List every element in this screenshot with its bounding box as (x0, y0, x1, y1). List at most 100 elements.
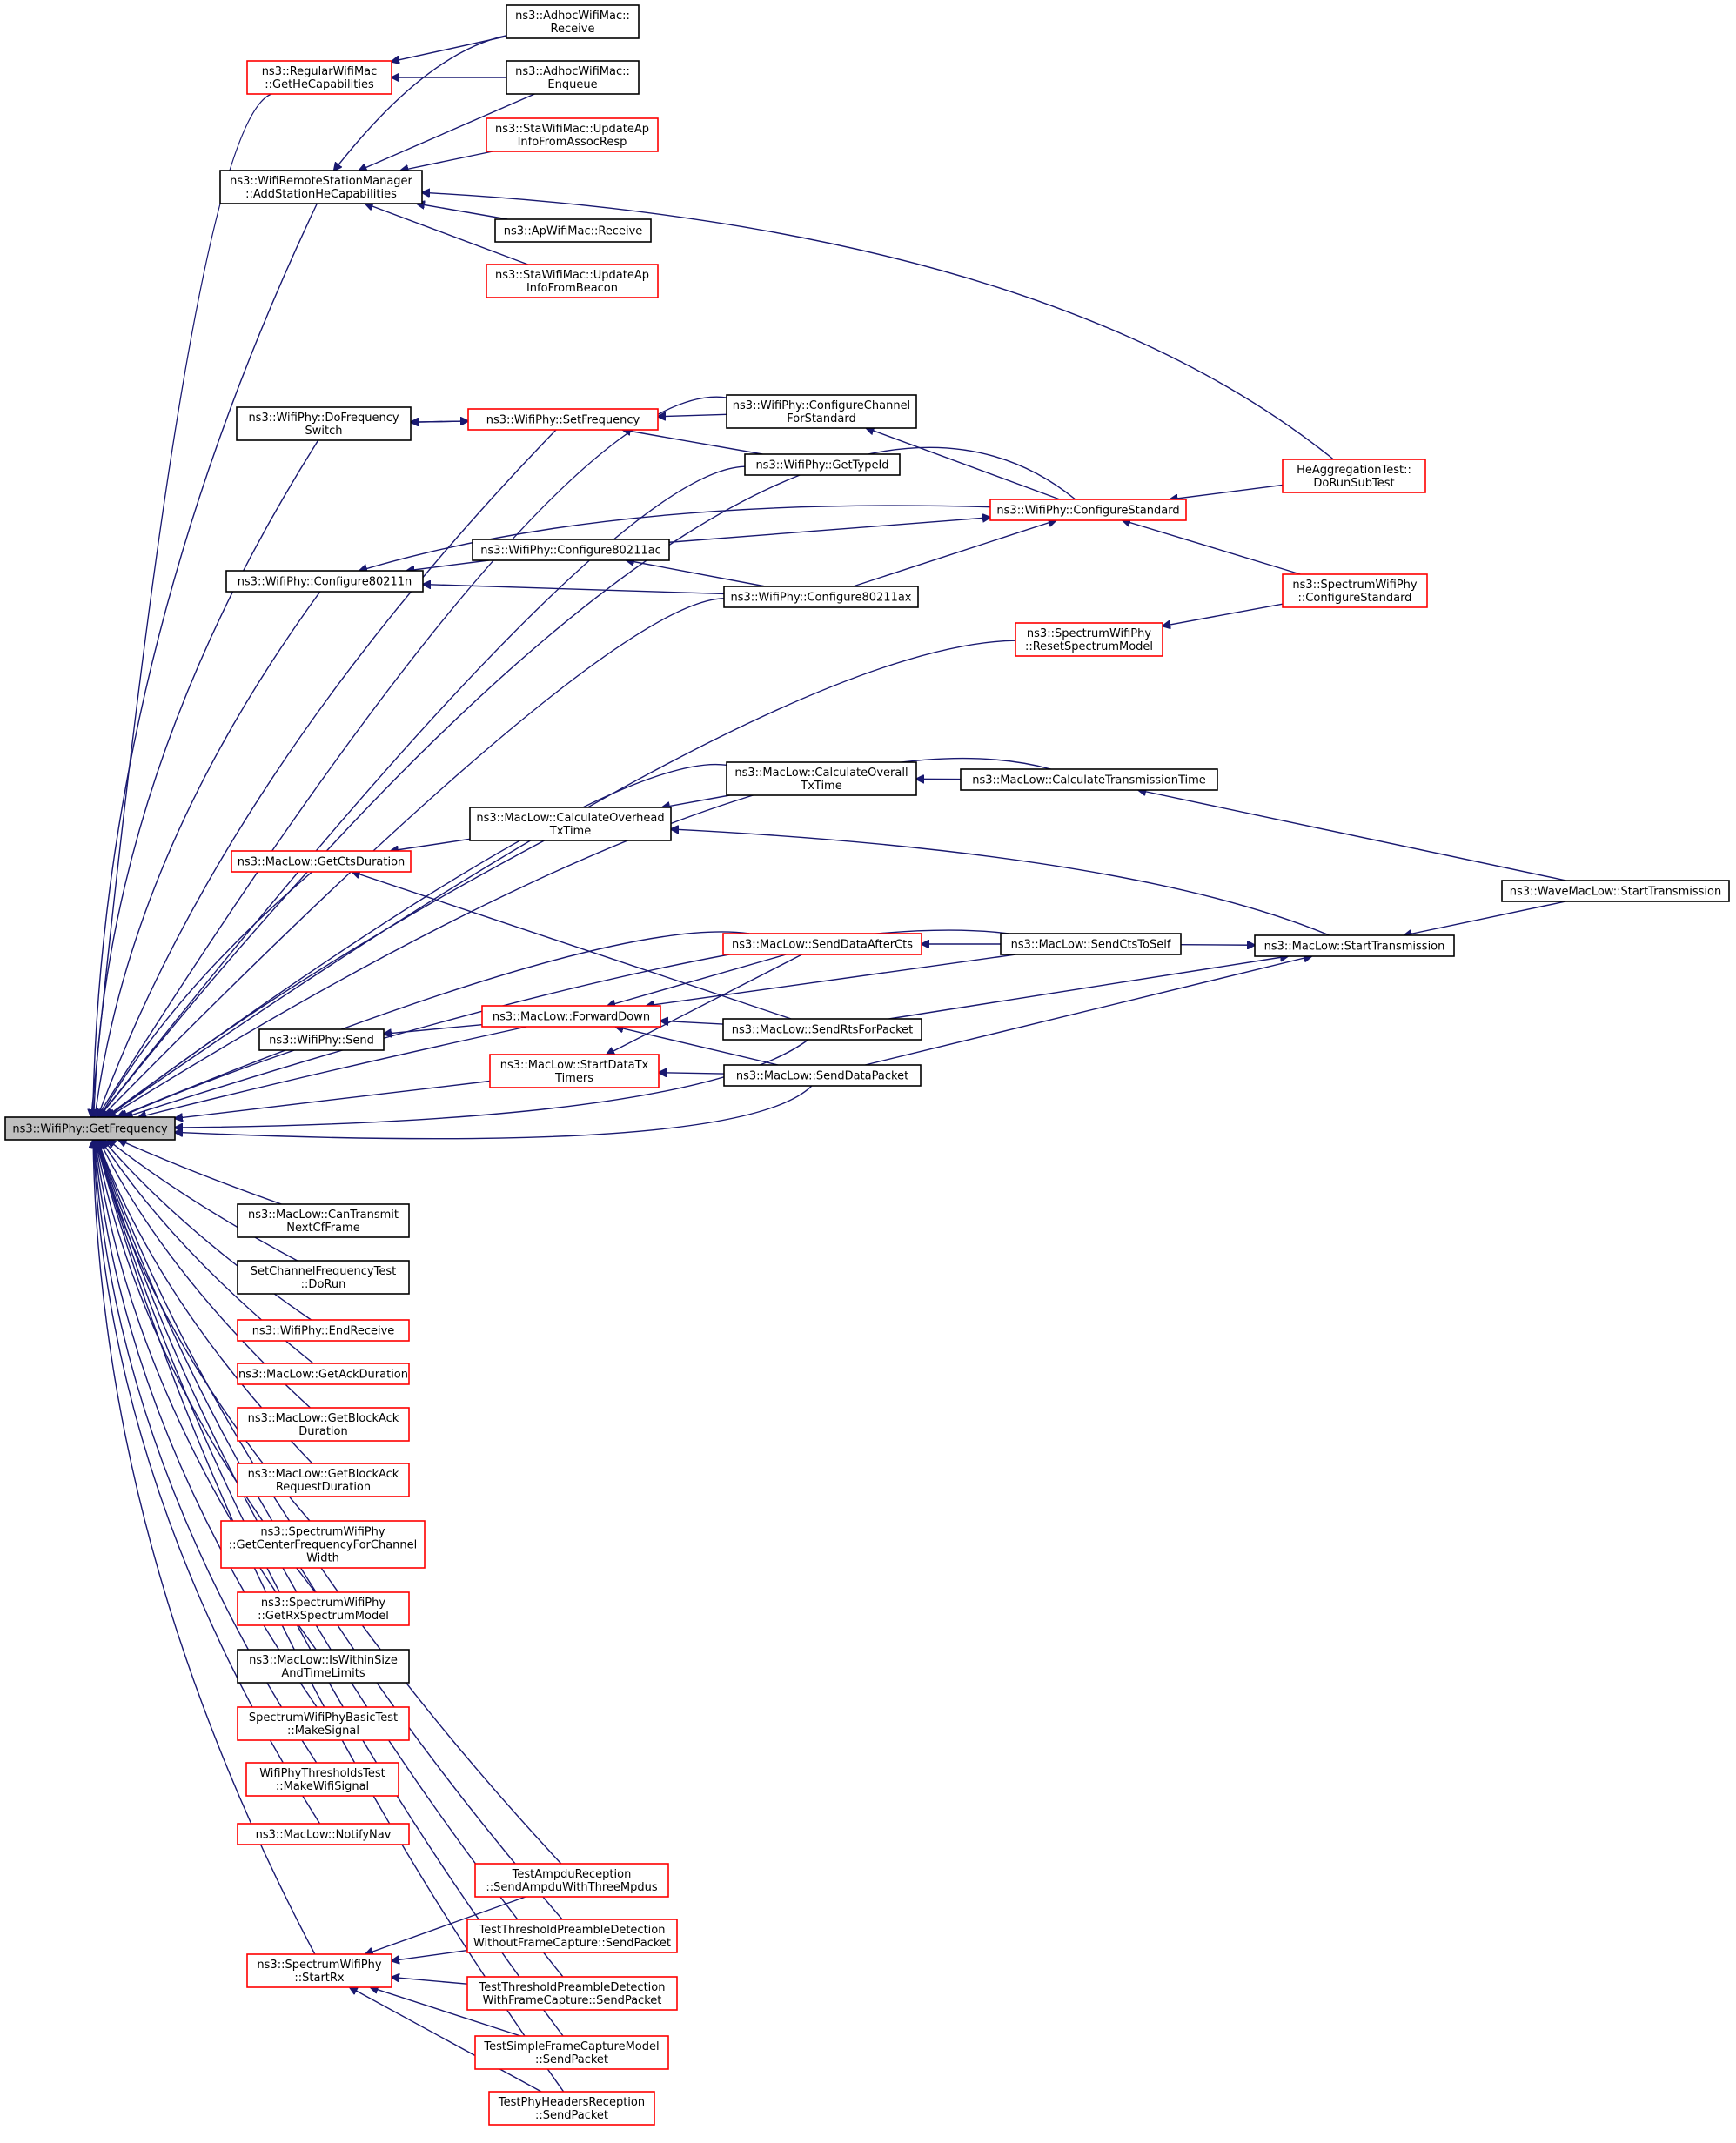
edge-n13-to-n10 (867, 428, 1061, 500)
graph-node[interactable]: ns3::WifiPhy::Configure80211ac (472, 539, 670, 561)
node-box (1000, 933, 1182, 955)
graph-node[interactable]: ns3::MacLow::StartTransmission (1254, 934, 1455, 957)
node-box (726, 761, 917, 796)
node-label: Timers (554, 1072, 593, 1085)
graph-node[interactable]: TestAmpduReception::SendAmpduWithThreeMp… (474, 1863, 669, 1898)
node-label: NextCfFrame (286, 1222, 359, 1235)
graph-node[interactable]: ns3::AdhocWifiMac::Enqueue (506, 60, 640, 95)
edge-n12-to-n5 (422, 192, 1334, 460)
graph-node[interactable]: ns3::MacLow::CalculateTransmissionTime (960, 768, 1218, 791)
node-label: ns3::WifiPhy::DoFrequency (248, 412, 399, 425)
graph-node[interactable]: ns3::WifiPhy::EndReceive (237, 1319, 410, 1342)
graph-node[interactable]: ns3::WifiRemoteStationManager::AddStatio… (219, 170, 423, 204)
edge-n2-to-n0 (91, 93, 272, 1117)
node-box (246, 1953, 392, 1988)
graph-node[interactable]: ns3::StaWifiMac::UpdateApInfoFromAssocRe… (486, 117, 659, 152)
graph-node[interactable]: ns3::MacLow::SendDataAfterCts (722, 933, 922, 955)
node-box (722, 1018, 922, 1041)
graph-node[interactable]: ns3::WifiPhy::GetTypeId (744, 453, 901, 476)
node-label: ns3::WifiPhy::Configure80211ax (730, 592, 911, 605)
node-label: ::ConfigureStandard (1298, 592, 1412, 605)
root-node[interactable]: ns3::WifiPhy::GetFrequency (4, 1116, 176, 1141)
node-box (237, 1363, 410, 1385)
graph-node[interactable]: ns3::MacLow::ForwardDown (481, 1005, 661, 1028)
node-label: Width (306, 1552, 339, 1565)
node-box (1282, 459, 1426, 493)
graph-node[interactable]: SetChannelFrequencyTest::DoRun (237, 1260, 410, 1295)
node-label: ns3::ApWifiMac::Receive (504, 225, 643, 238)
node-box (486, 264, 659, 298)
edge-n16-to-n13 (853, 520, 1056, 587)
graph-node[interactable]: ns3::SpectrumWifiPhy::GetRxSpectrumModel (237, 1591, 410, 1626)
graph-node[interactable]: ns3::MacLow::GetCtsDuration (231, 850, 412, 873)
edge-n24-to-n27 (607, 954, 787, 1006)
graph-node[interactable]: ns3::RegularWifiMac::GetHeCapabilities (246, 60, 392, 95)
node-box (219, 170, 423, 204)
edge-n4-to-n5 (400, 151, 493, 171)
node-label: ns3::MacLow::StartDataTx (500, 1059, 649, 1072)
node-label: ns3::AdhocWifiMac:: (515, 65, 630, 78)
edge-n13-to-n15 (359, 505, 991, 571)
graph-node[interactable]: TestThresholdPreambleDetectionWithoutFra… (466, 1919, 678, 1953)
edge-n18-to-n0 (106, 640, 1016, 1117)
graph-node[interactable]: TestSimpleFrameCaptureModel::SendPacket (474, 2035, 669, 2070)
node-label: ns3::WifiPhy::GetTypeId (755, 459, 888, 472)
node-label: ns3::WifiPhy::EndReceive (252, 1325, 395, 1338)
edge-n7-to-n5 (365, 204, 528, 265)
graph-node[interactable]: ns3::WifiPhy::ConfigureStandard (989, 499, 1187, 521)
node-box (1501, 880, 1730, 902)
graph-node[interactable]: ns3::MacLow::NotifyNav (237, 1823, 410, 1845)
graph-node[interactable]: TestPhyHeadersReception::SendPacket (488, 2091, 655, 2126)
edge-n23-to-n26 (1404, 901, 1566, 935)
graph-node[interactable]: ns3::SpectrumWifiPhy::ConfigureStandard (1282, 573, 1428, 608)
node-box (258, 1028, 385, 1051)
graph-node[interactable]: WifiPhyThresholdsTest::MakeWifiSignal (245, 1762, 399, 1797)
graph-node[interactable]: TestThresholdPreambleDetectionWithFrameC… (466, 1976, 678, 2011)
graph-node[interactable]: ns3::ApWifiMac::Receive (494, 218, 652, 243)
node-box (466, 1919, 678, 1953)
graph-node[interactable]: ns3::WifiPhy::Configure80211ax (723, 586, 919, 608)
graph-node[interactable]: ns3::MacLow::SendDataPacket (723, 1064, 922, 1087)
graph-node[interactable]: ns3::SpectrumWifiPhy::ResetSpectrumModel (1015, 622, 1163, 657)
node-label: ns3::WifiPhy::Configure80211ac (480, 545, 660, 558)
node-label: TestThresholdPreambleDetection (479, 1981, 666, 1994)
graph-node[interactable]: ns3::MacLow::SendCtsToSelf (1000, 933, 1182, 955)
node-label: ::GetHeCapabilities (265, 78, 374, 91)
node-box (726, 394, 917, 429)
node-label: ns3::WifiRemoteStationManager (230, 175, 412, 188)
edge-n21-to-n22 (391, 838, 471, 851)
node-box (989, 499, 1187, 521)
graph-node[interactable]: ns3::SpectrumWifiPhy::StartRx (246, 1953, 392, 1988)
graph-node[interactable]: ns3::WifiPhy::Configure80211n (225, 570, 424, 593)
graph-node[interactable]: ns3::WifiPhy::SetFrequency (467, 408, 659, 431)
graph-node[interactable]: ns3::WifiPhy::ConfigureChannelForStandar… (726, 394, 917, 429)
node-label: ::DoRun (301, 1278, 346, 1291)
edge-n46-to-n45 (392, 1949, 468, 1961)
node-box (494, 218, 652, 243)
edge-n3-to-n5 (359, 93, 535, 171)
node-label: ns3::MacLow::SendRtsForPacket (732, 1024, 914, 1037)
graph-node[interactable]: ns3::AdhocWifiMac::Receive (506, 4, 640, 39)
graph-node[interactable]: ns3::MacLow::GetAckDuration (237, 1363, 410, 1385)
graph-node[interactable]: ns3::WifiPhy::Send (258, 1028, 385, 1051)
edge-n24-to-n0 (117, 931, 750, 1117)
graph-node[interactable]: SpectrumWifiPhyBasicTest::MakeSignal (237, 1706, 410, 1741)
edge-n19-to-n0 (105, 763, 727, 1117)
edge-n12-to-n13 (1170, 484, 1284, 499)
graph-node[interactable]: ns3::WaveMacLow::StartTransmission (1501, 880, 1730, 902)
node-box (237, 1706, 410, 1741)
graph-node[interactable]: HeAggregationTest::DoRunSubTest (1282, 459, 1426, 493)
graph-node[interactable]: ns3::MacLow::SendRtsForPacket (722, 1018, 922, 1041)
graph-node[interactable]: ns3::SpectrumWifiPhy::GetCenterFrequency… (220, 1520, 426, 1569)
node-label: ns3::MacLow::SendDataAfterCts (732, 939, 913, 952)
node-box (237, 1203, 410, 1238)
